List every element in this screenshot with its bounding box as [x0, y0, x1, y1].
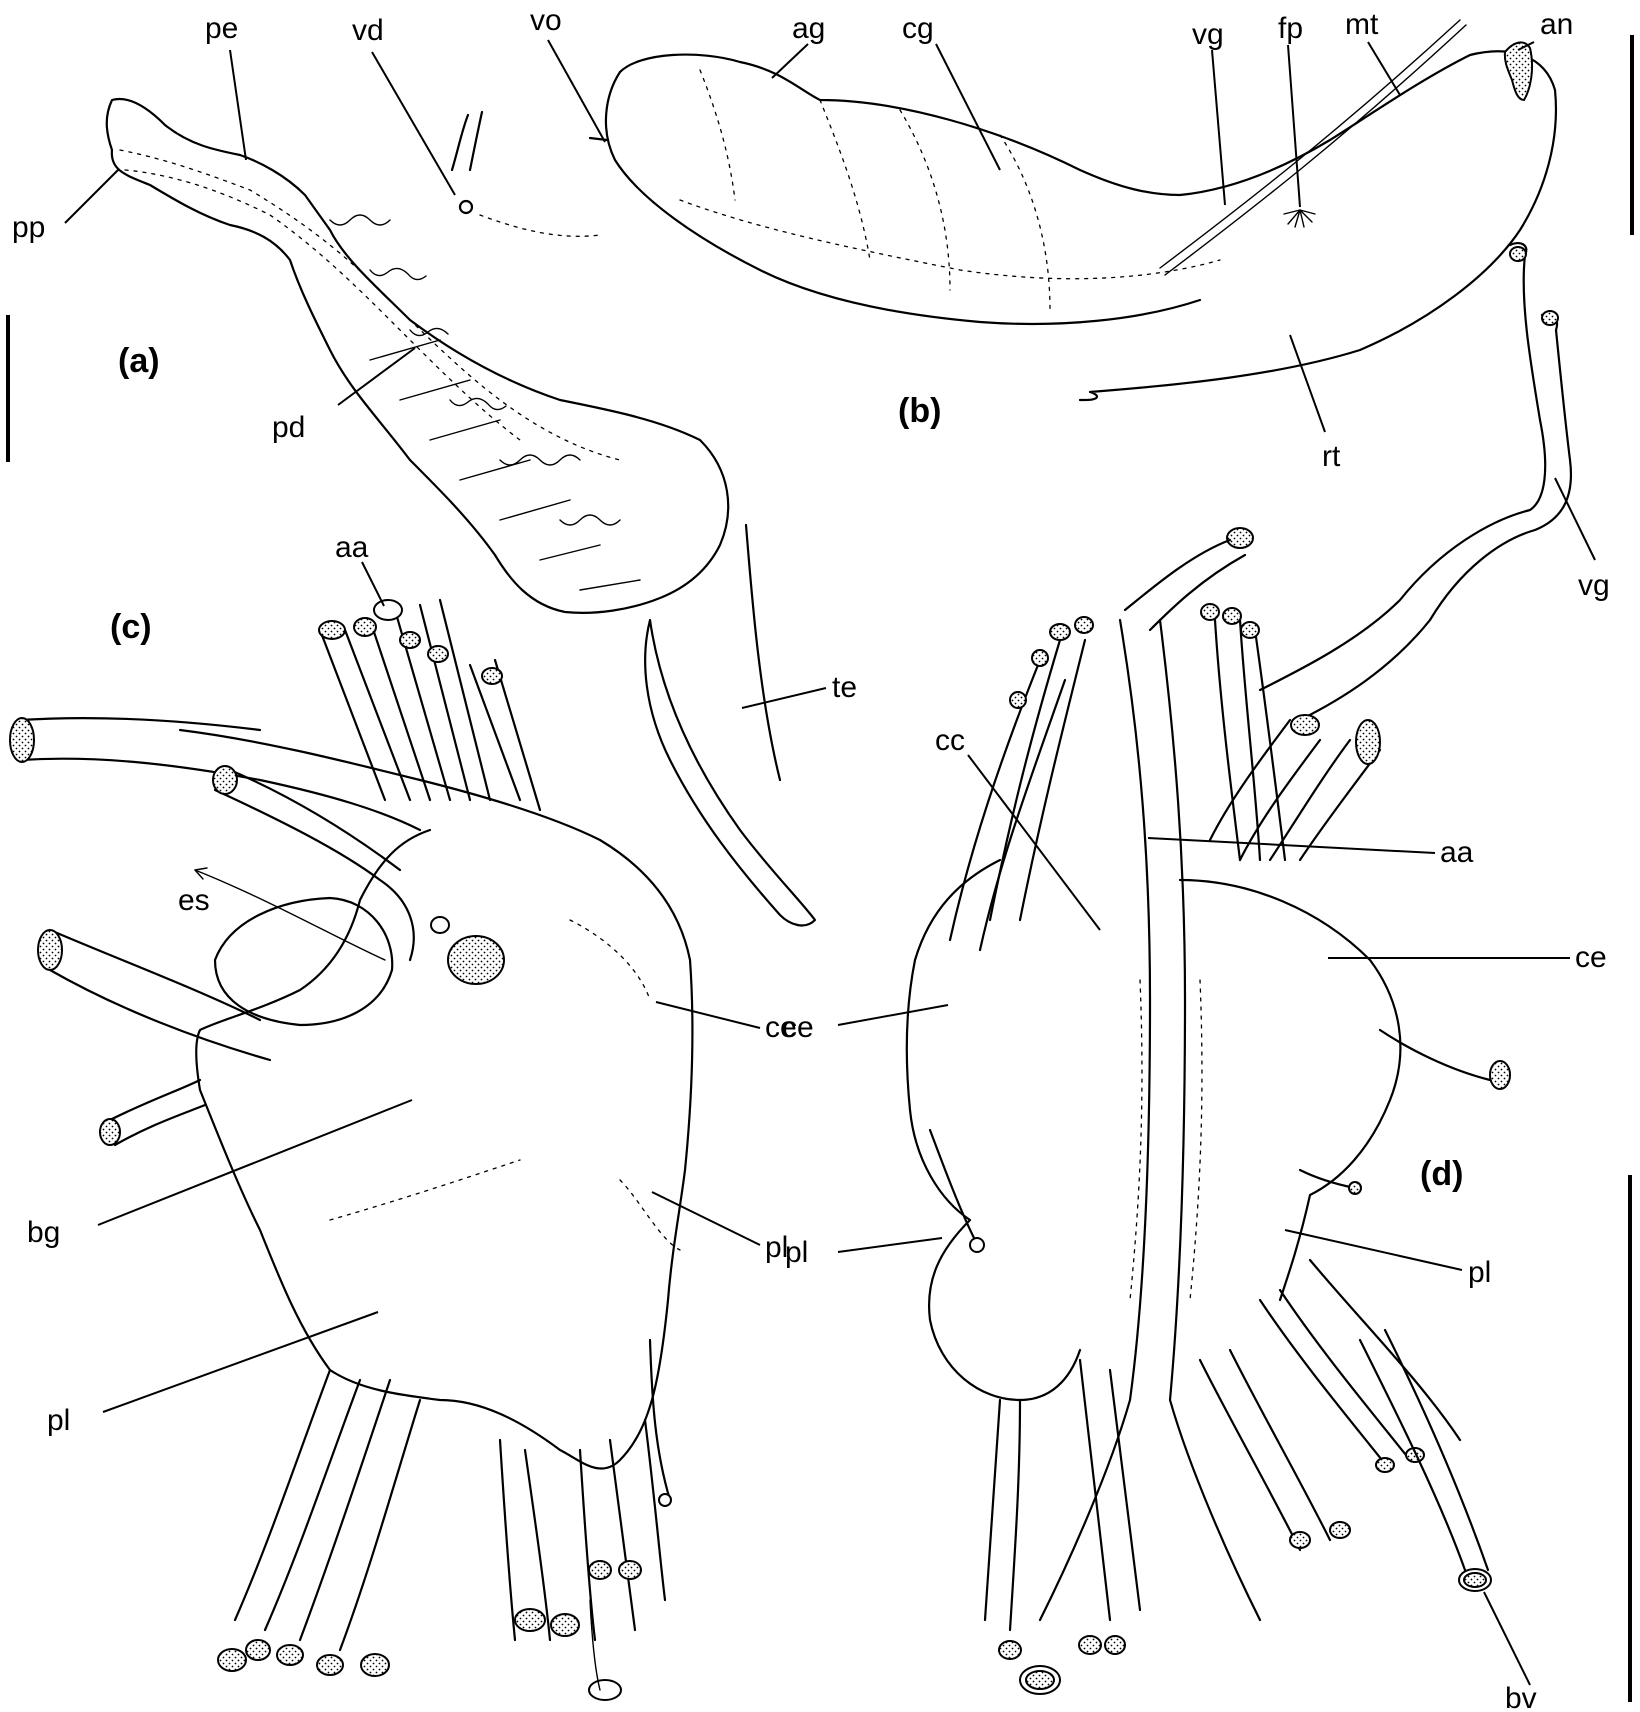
- label-rt: rt: [1322, 440, 1341, 473]
- leader-lines: [64, 39, 1596, 1686]
- label-es: es: [178, 884, 210, 917]
- label-cc: cc: [935, 724, 965, 757]
- panel-c-drawing: [9, 598, 694, 1701]
- label-ce-c: ce: [765, 1011, 797, 1044]
- label-pl-d-right: pl: [1468, 1256, 1491, 1289]
- panel-label-d: (d): [1420, 1155, 1463, 1193]
- label-vg: vg: [1192, 18, 1224, 51]
- panel-d-drawing: [905, 527, 1511, 1695]
- label-vo: vo: [530, 4, 562, 37]
- label-pd: pd: [272, 411, 305, 444]
- panel-label-a: (a): [118, 342, 160, 380]
- label-pe: pe: [205, 12, 238, 45]
- label-an: an: [1540, 8, 1573, 41]
- label-fp: fp: [1278, 12, 1303, 45]
- label-pl-c-right: pl: [765, 1231, 788, 1264]
- panel-a-drawing: [105, 97, 817, 927]
- panel-label-c: (c): [110, 608, 152, 646]
- label-pp: pp: [12, 211, 45, 244]
- label-mt: mt: [1345, 8, 1379, 41]
- label-pl-d-left: pl: [785, 1236, 808, 1269]
- label-bg: bg: [27, 1216, 60, 1249]
- label-pl-c-left: pl: [47, 1404, 70, 1437]
- label-vd: vd: [352, 14, 384, 47]
- label-bv: bv: [1505, 1682, 1537, 1712]
- label-aa-c: aa: [335, 531, 369, 564]
- label-vg-right: vg: [1578, 569, 1610, 602]
- panel-label-b: (b): [898, 392, 941, 430]
- label-te: te: [832, 671, 857, 704]
- label-ce-d-right: ce: [1575, 941, 1607, 974]
- label-cg: cg: [902, 12, 934, 45]
- panel-b-drawing: [588, 19, 1573, 722]
- label-ag: ag: [792, 12, 825, 45]
- label-ce-d-left: ce: [782, 1011, 814, 1044]
- label-aa-d: aa: [1440, 836, 1474, 869]
